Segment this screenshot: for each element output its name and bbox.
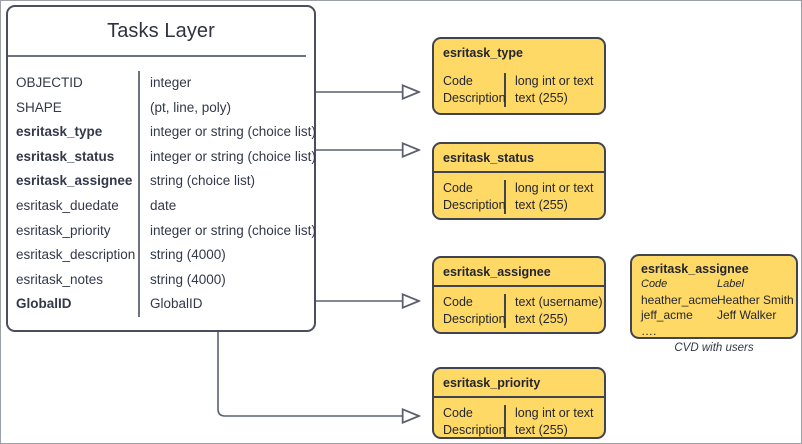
field-name: GlobalID bbox=[16, 296, 72, 312]
domain-values: long int or text text (255) bbox=[506, 73, 604, 107]
domain-title: esritask_priority bbox=[434, 369, 604, 398]
cvd-grid: Code Label heather_acme Heather Smith je… bbox=[632, 277, 796, 339]
domain-labels: Code Description bbox=[434, 73, 506, 107]
field-type: string (4000) bbox=[150, 271, 226, 287]
field-type: integer or string (choice list) bbox=[150, 124, 316, 140]
cvd-header-code: Code bbox=[641, 278, 668, 290]
field-type: integer or string (choice list) bbox=[150, 148, 316, 164]
domain-title: esritask_status bbox=[434, 144, 604, 173]
domain-values: text (username) text (255) bbox=[506, 294, 604, 328]
domain-values: long int or text text (255) bbox=[506, 405, 604, 439]
domain-box-esritask-assignee: esritask_assignee Code Description text … bbox=[432, 256, 606, 334]
field-name: esritask_status bbox=[16, 148, 115, 164]
domain-row-label: Code bbox=[443, 295, 473, 309]
domain-row-value: text (255) bbox=[515, 312, 568, 326]
entity-title: Tasks Layer bbox=[107, 20, 215, 42]
domain-labels: Code Description bbox=[434, 405, 506, 439]
domain-box-esritask-type: esritask_type Code Description long int … bbox=[432, 37, 606, 115]
cvd-row-code: …. bbox=[641, 323, 657, 338]
field-type: date bbox=[150, 197, 177, 213]
domain-body: Code Description long int or text text (… bbox=[434, 398, 604, 439]
field-name: esritask_description bbox=[16, 247, 136, 263]
domain-row-value: text (255) bbox=[515, 91, 568, 105]
domain-row-value: long int or text bbox=[515, 181, 594, 195]
cvd-sample-box: esritask_assignee Code Label heather_acm… bbox=[630, 254, 798, 339]
field-name: esritask_assignee bbox=[16, 173, 133, 189]
domain-row-value: long int or text bbox=[515, 406, 594, 420]
domain-title: esritask_type bbox=[443, 46, 523, 60]
domain-row-value: long int or text bbox=[515, 74, 594, 88]
domain-row-value: text (255) bbox=[515, 423, 568, 437]
cvd-row-label: Heather Smith bbox=[717, 292, 794, 307]
domain-box-esritask-priority: esritask_priority Code Description long … bbox=[432, 367, 606, 439]
domain-labels: Code Description bbox=[434, 294, 506, 328]
domain-labels: Code Description bbox=[434, 180, 506, 214]
entity-field-types: integer (pt, line, poly) integer or stri… bbox=[138, 71, 316, 317]
field-name: SHAPE bbox=[16, 99, 62, 115]
cvd-header-label: Label bbox=[717, 278, 744, 290]
entity-tasks-layer: Tasks Layer OBJECTID SHAPE esritask_type… bbox=[6, 5, 316, 332]
domain-row-value: text (255) bbox=[515, 198, 568, 212]
domain-row-label: Code bbox=[443, 74, 473, 88]
field-name: OBJECTID bbox=[16, 75, 83, 90]
domain-row-label: Description bbox=[443, 312, 506, 326]
cvd-caption: CVD with users bbox=[674, 342, 754, 354]
domain-box-esritask-status: esritask_status Code Description long in… bbox=[432, 142, 606, 220]
cvd-row-label bbox=[717, 324, 796, 340]
field-name: esritask_type bbox=[16, 124, 103, 140]
field-type: integer bbox=[150, 75, 192, 90]
field-name: esritask_notes bbox=[16, 271, 104, 287]
domain-body: Code Description text (username) text (2… bbox=[434, 287, 604, 328]
entity-title-divider bbox=[8, 55, 306, 57]
domain-row-label: Description bbox=[443, 198, 506, 212]
field-name: esritask_priority bbox=[16, 222, 111, 238]
domain-body: Code Description long int or text text (… bbox=[434, 66, 604, 107]
domain-title: esritask_assignee bbox=[434, 258, 604, 287]
domain-body: Code Description long int or text text (… bbox=[434, 173, 604, 214]
domain-row-label: Code bbox=[443, 406, 473, 420]
field-type: string (choice list) bbox=[150, 173, 256, 189]
domain-row-value: text (username) bbox=[515, 295, 603, 309]
field-type: integer or string (choice list) bbox=[150, 222, 316, 238]
field-type: string (4000) bbox=[150, 247, 226, 263]
domain-values: long int or text text (255) bbox=[506, 180, 604, 214]
field-type: (pt, line, poly) bbox=[150, 99, 232, 115]
cvd-row-label: Jeff Walker bbox=[717, 308, 777, 322]
field-type: GlobalID bbox=[150, 296, 203, 312]
entity-field-grid: OBJECTID SHAPE esritask_type esritask_st… bbox=[8, 57, 316, 317]
field-name: esritask_duedate bbox=[16, 197, 119, 213]
cvd-row-code: jeff_acme bbox=[641, 308, 693, 322]
entity-field-names: OBJECTID SHAPE esritask_type esritask_st… bbox=[8, 71, 138, 317]
domain-row-label: Code bbox=[443, 181, 473, 195]
cvd-row-code: heather_acme bbox=[641, 292, 718, 307]
domain-row-label: Description bbox=[443, 423, 506, 437]
domain-row-label: Description bbox=[443, 91, 506, 105]
cvd-title: esritask_assignee bbox=[641, 262, 749, 276]
